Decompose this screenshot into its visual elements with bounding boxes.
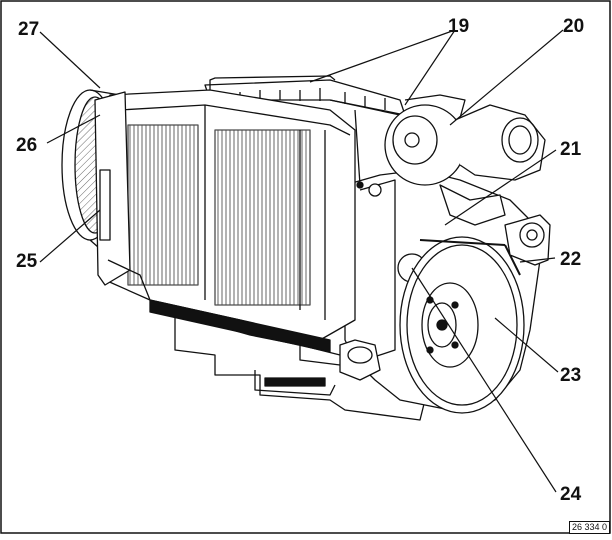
callout-25: 25 xyxy=(16,251,38,272)
flywheel xyxy=(399,236,525,414)
callout-19: 19 xyxy=(448,16,470,37)
callout-23: 23 xyxy=(560,365,582,386)
callout-22: 22 xyxy=(560,249,582,270)
callout-20: 20 xyxy=(563,16,585,37)
fan-shroud xyxy=(94,91,151,301)
callout-21: 21 xyxy=(560,139,582,160)
cooler-radiator xyxy=(104,89,356,353)
leader-lines xyxy=(39,29,564,493)
callout-26: 26 xyxy=(16,135,38,156)
callout-27: 27 xyxy=(18,19,40,40)
engine-mount xyxy=(339,339,381,381)
starter-motor xyxy=(504,214,551,266)
turbocharger xyxy=(384,94,546,226)
figure-reference-code: 26 334 0 xyxy=(568,521,610,534)
callout-24: 24 xyxy=(560,484,582,505)
